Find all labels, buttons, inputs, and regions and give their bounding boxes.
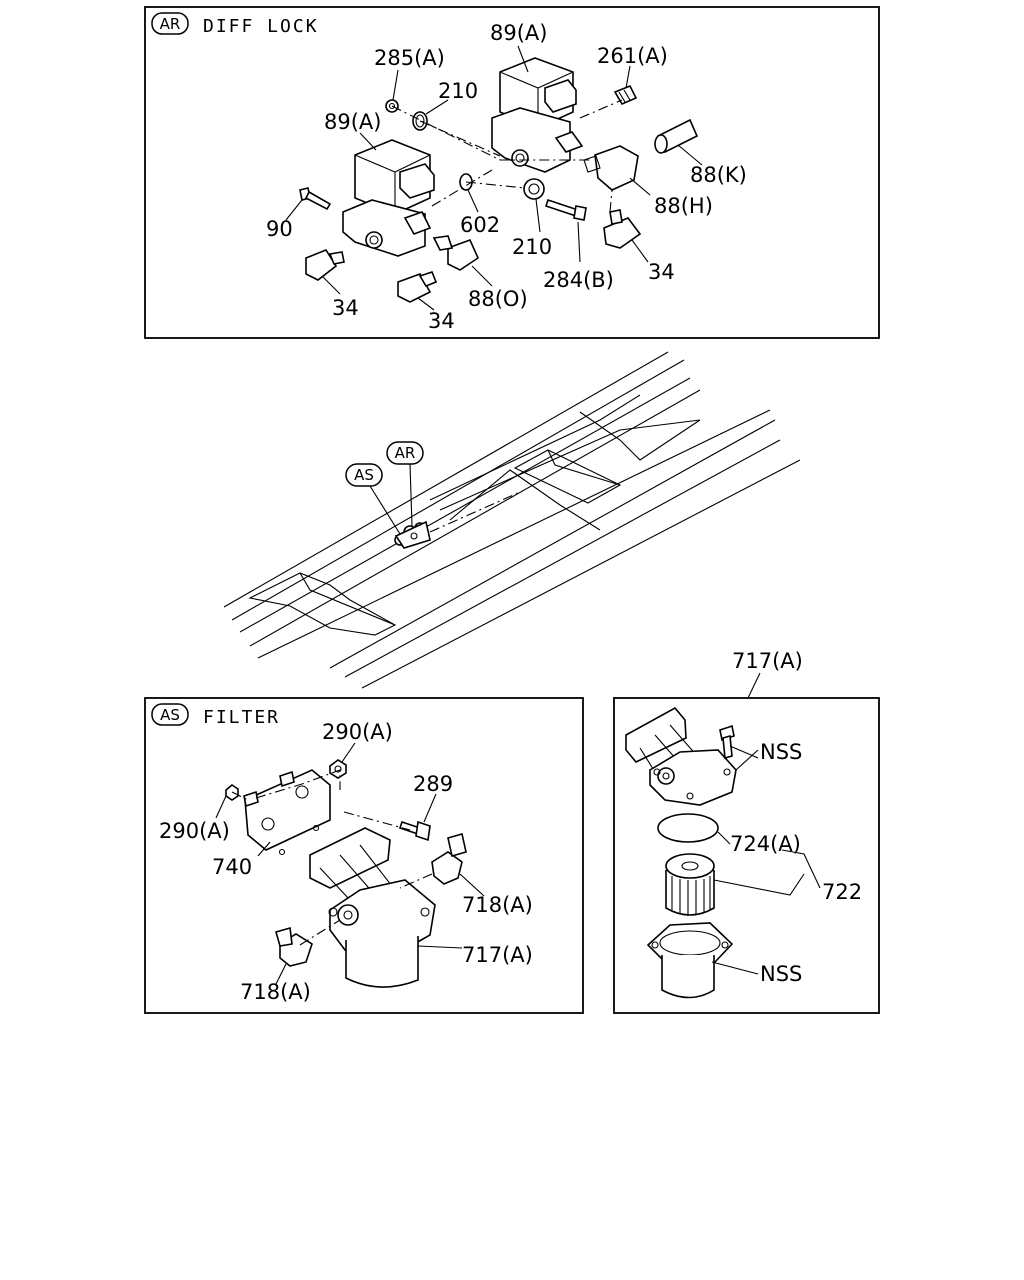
diff-lock-tag: AR xyxy=(151,12,189,35)
label-34-bottom: 34 xyxy=(428,309,455,333)
label-717a-header: 717(A) xyxy=(732,649,803,673)
label-285a: 285(A) xyxy=(374,46,445,70)
label-718a-left: 718(A) xyxy=(240,980,311,1004)
callout-as-text: AS xyxy=(354,466,374,484)
chassis-frame-overview: AR AS xyxy=(223,351,801,689)
bracket-740 xyxy=(244,769,331,856)
component-cluster xyxy=(394,520,431,549)
bolt-90 xyxy=(299,187,332,211)
o-ring-724a xyxy=(657,813,719,843)
label-718a-right: 718(A) xyxy=(462,893,533,917)
label-90: 90 xyxy=(266,217,293,241)
label-89a-lower: 89(A) xyxy=(324,110,381,134)
solenoid-valve-lower xyxy=(342,139,435,257)
callout-ar[interactable]: AR xyxy=(386,441,424,465)
label-290a-left: 290(A) xyxy=(159,819,230,843)
label-nss-bottom: NSS xyxy=(760,962,802,986)
solenoid-valve-upper xyxy=(491,57,584,173)
label-290a-top: 290(A) xyxy=(322,720,393,744)
fitting-34-bottom xyxy=(397,271,438,303)
label-261a: 261(A) xyxy=(597,44,668,68)
plug-261a xyxy=(613,84,638,106)
filter-detail-panel: 717(A) xyxy=(613,649,880,1014)
label-740: 740 xyxy=(212,855,252,879)
label-722: 722 xyxy=(822,880,862,904)
nut-290a-top xyxy=(329,759,347,779)
label-210-upper: 210 xyxy=(438,79,478,103)
stud-top xyxy=(279,770,295,788)
elbow-718a-right xyxy=(431,832,467,885)
elbow-88h xyxy=(583,145,639,191)
label-88o: 88(O) xyxy=(468,287,528,311)
filter-tag: AS xyxy=(151,703,189,726)
label-724a: 724(A) xyxy=(730,832,801,856)
fuel-filter-717a xyxy=(309,827,436,988)
label-284b: 284(B) xyxy=(543,268,614,292)
fitting-34-left xyxy=(305,249,345,281)
label-34-right: 34 xyxy=(648,260,675,284)
diff-lock-panel: AR DIFF LOCK xyxy=(144,6,880,339)
label-88h: 88(H) xyxy=(654,194,713,218)
filter-tag-text: AS xyxy=(160,706,180,724)
diff-lock-title: DIFF LOCK xyxy=(203,16,319,37)
callout-as[interactable]: AS xyxy=(345,463,383,487)
label-717a: 717(A) xyxy=(462,943,533,967)
fitting-88o xyxy=(432,235,480,271)
label-602: 602 xyxy=(460,213,500,237)
label-34-left: 34 xyxy=(332,296,359,320)
filter-panel: AS FILTER xyxy=(144,697,584,1014)
filter-title: FILTER xyxy=(203,707,280,728)
label-89a-upper: 89(A) xyxy=(490,21,547,45)
filter-bowl-nss xyxy=(646,922,734,999)
label-88k: 88(K) xyxy=(690,163,747,187)
label-210-lower: 210 xyxy=(512,235,552,259)
label-nss-top: NSS xyxy=(760,740,802,764)
element-722 xyxy=(665,853,715,916)
label-289: 289 xyxy=(413,772,453,796)
diff-lock-tag-text: AR xyxy=(160,15,181,33)
fitting-34-right xyxy=(603,209,642,249)
bolt-nss xyxy=(719,724,735,760)
bushing-210-lower xyxy=(523,178,545,200)
callout-ar-text: AR xyxy=(395,444,416,462)
cylinder-88k xyxy=(654,118,699,154)
stud-left xyxy=(243,790,259,808)
bolt-289 xyxy=(398,820,431,842)
filter-head-717a xyxy=(625,706,737,806)
bolt-284b xyxy=(544,198,587,221)
